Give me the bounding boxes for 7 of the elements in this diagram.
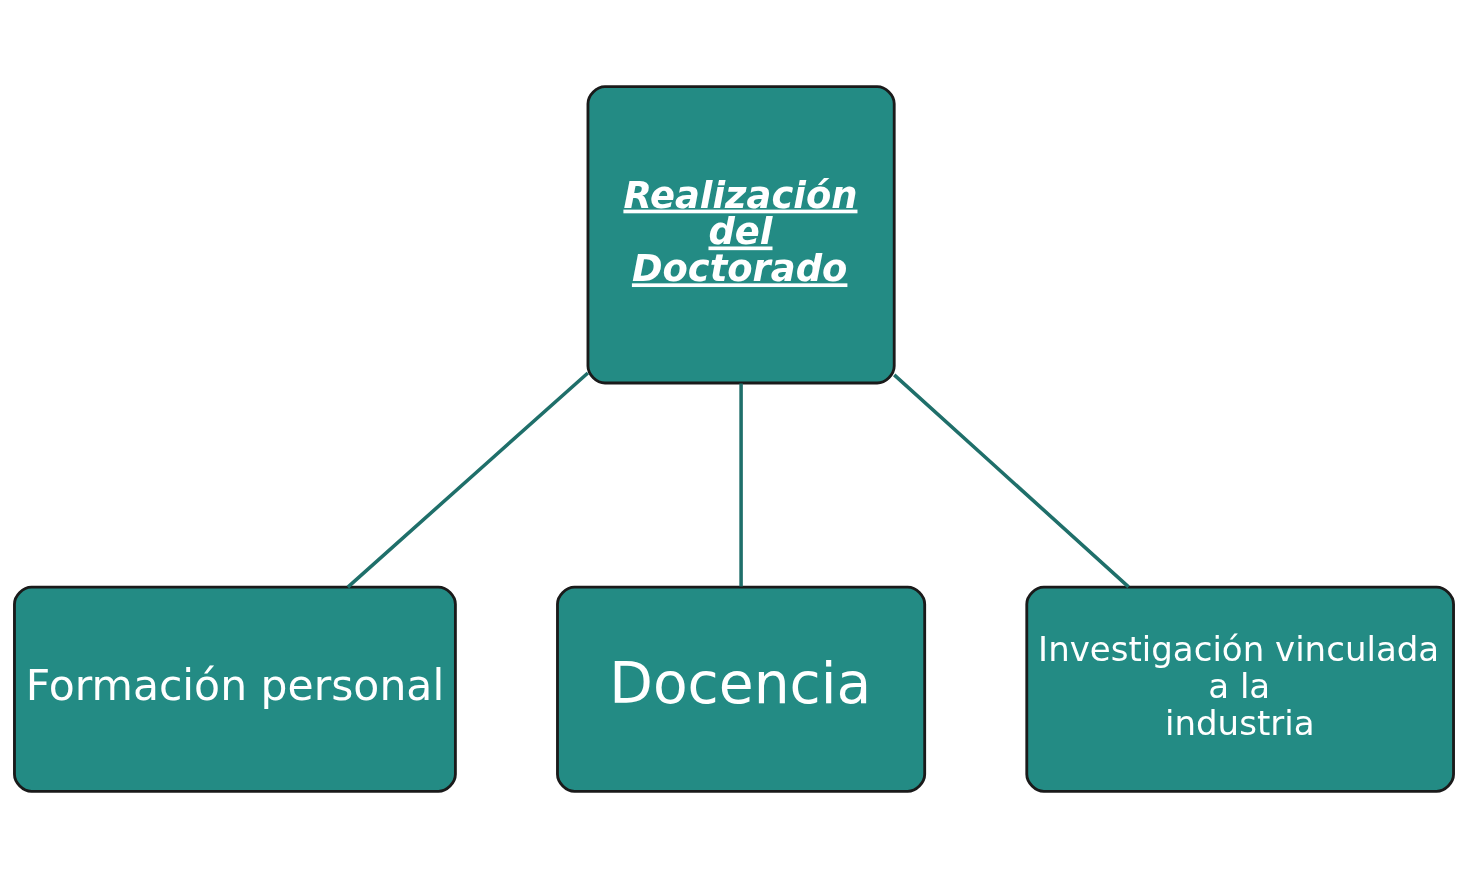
connector xyxy=(893,373,1130,588)
connector xyxy=(739,383,743,586)
node-box: Investigación vinculada a la industria xyxy=(1025,585,1455,793)
node-box: Realización del Doctorado xyxy=(586,84,896,384)
node-box: Formación personal xyxy=(13,585,457,793)
connector xyxy=(346,371,590,588)
node-box: Docencia xyxy=(556,585,927,793)
